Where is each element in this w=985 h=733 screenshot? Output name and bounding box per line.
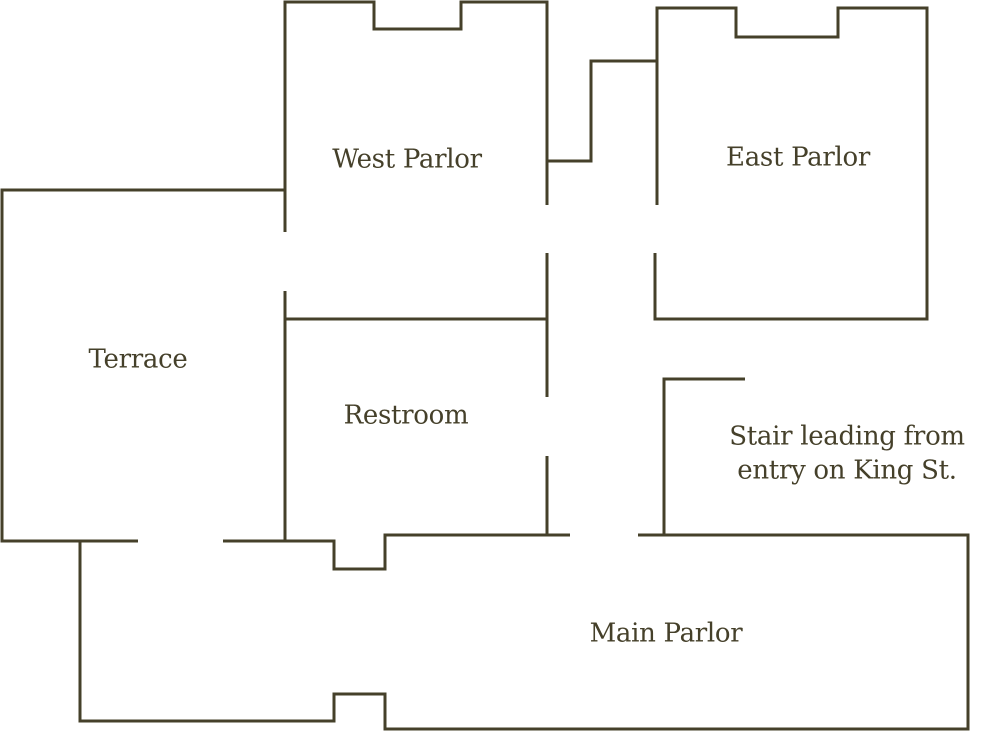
stair-label-line2: entry on King St.: [737, 455, 957, 486]
east-parlor-walls: [653, 6, 929, 321]
terrace-walls: [0, 188, 285, 543]
west-parlor-walls: [283, 0, 549, 232]
east-parlor-label: East Parlor: [726, 142, 870, 173]
main-parlor-walls: [78, 533, 970, 731]
stair-label-line1: Stair leading from: [729, 421, 965, 452]
hall-connector-wall: [547, 59, 657, 163]
west-parlor-label: West Parlor: [332, 144, 482, 175]
restroom-bottom-wall: [223, 533, 570, 571]
stair-walls: [662, 377, 745, 535]
main-parlor-label: Main Parlor: [589, 618, 743, 649]
restroom-label: Restroom: [343, 400, 469, 431]
terrace-label: Terrace: [88, 344, 188, 375]
